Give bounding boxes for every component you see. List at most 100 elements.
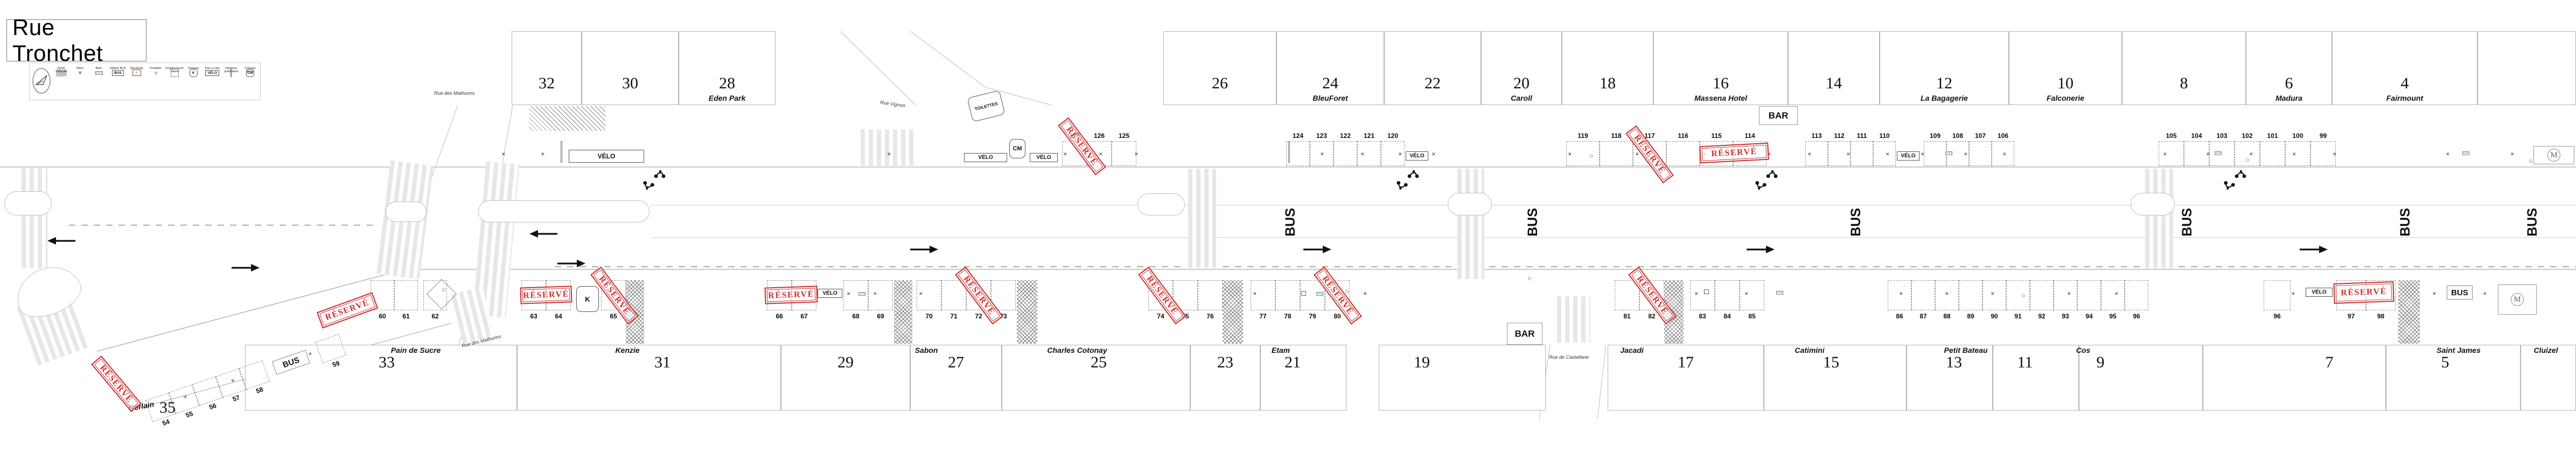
bike-parking-icon: VÉLO: [205, 69, 220, 76]
building-number: 12: [1936, 74, 1952, 92]
parking-space-number: 90: [1991, 312, 1998, 320]
parking-space: [868, 280, 893, 310]
building-name: Catimini: [1795, 346, 1825, 354]
building: [517, 345, 781, 411]
parking-space-number: 77: [1259, 312, 1267, 320]
parking-space: [2260, 141, 2285, 166]
parking-space-number: 125: [1118, 132, 1130, 140]
crosswalk: [2145, 169, 2173, 268]
trash-bin-icon: [2246, 158, 2249, 162]
parking-space: [1805, 141, 1828, 166]
parking-space: [394, 280, 418, 310]
bike-parking-zone: VÉLO: [569, 150, 644, 163]
parking-space-number: 66: [776, 312, 783, 320]
building: [2203, 345, 2386, 411]
building-number: 22: [1425, 74, 1441, 92]
building-number: 31: [654, 353, 671, 371]
building-number: 13: [1946, 353, 1962, 371]
parking-space-number: 68: [852, 312, 860, 320]
parking-space: [2264, 280, 2291, 310]
tree-icon: ✕: [847, 291, 851, 296]
tree-icon: ✕: [501, 151, 506, 157]
parking-space-number: 74: [1157, 312, 1164, 320]
parking-space: [966, 280, 991, 310]
parking-space-number: 96: [2273, 312, 2281, 320]
traffic-island: [1137, 193, 1185, 215]
parking-space-number: 96: [2133, 312, 2140, 320]
building-name: Sabon: [914, 346, 938, 354]
tree-icon: ✕: [2446, 151, 2450, 157]
tree-icon: ✕: [2291, 291, 2295, 296]
building-number: 9: [2096, 353, 2105, 371]
building-number: 5: [2441, 353, 2449, 371]
parking-space-number: 87: [1919, 312, 1927, 320]
tree-icon: ✕: [2432, 291, 2437, 296]
parking-space: [2125, 280, 2148, 310]
tree-icon: ✕: [1991, 291, 1995, 296]
bike-parking-zone: VÉLO: [1897, 151, 1919, 161]
parking-space: [917, 280, 941, 310]
building: [1276, 31, 1384, 105]
parking-space: [1198, 280, 1223, 310]
parking-space: [2077, 280, 2101, 310]
parking-space: [843, 280, 868, 310]
parking-space-number: 82: [1648, 312, 1656, 320]
tree-icon: ✕: [2483, 291, 2487, 296]
bar-annex: BAR: [1507, 323, 1542, 345]
tree-icon: ✕: [1099, 151, 1103, 157]
crosswalk: [861, 129, 914, 166]
legend-item-label: Parc à vélo: [205, 67, 220, 70]
building: [679, 31, 776, 105]
parking-space-number: 114: [1744, 132, 1755, 140]
building: [910, 345, 1002, 411]
building: [1880, 31, 2009, 105]
building-number: 23: [1217, 353, 1233, 371]
building-name: La Bagagerie: [1921, 94, 1968, 102]
legend-item: ✕Arbre: [71, 66, 89, 99]
building-name: Petit Bateau: [1944, 346, 1988, 354]
traffic-island: [386, 201, 427, 222]
building-number: 7: [2325, 353, 2334, 371]
trash-bin-icon: [1345, 290, 1349, 293]
parking-space-number: 111: [1856, 132, 1867, 140]
bus-lane-marking: BUS: [1848, 207, 1863, 237]
vehicle-exit-zone: [1017, 280, 1037, 344]
advertising-panel-icon: [231, 68, 232, 77]
parking-space-number: 80: [1334, 312, 1341, 320]
tree-icon: ✕: [1253, 291, 1257, 296]
parking-space-number: 107: [1974, 132, 1986, 140]
building-name: Jacadi: [1620, 346, 1644, 354]
building: [582, 31, 679, 105]
parking-space-number: 63: [530, 312, 537, 320]
legend-item-label: Emplacement Stand: [165, 67, 184, 74]
traffic-island: [4, 191, 52, 215]
bus-station-icon: BUS: [111, 69, 124, 76]
building: [2009, 31, 2122, 105]
parking-space: [941, 280, 966, 310]
parking-space-number: 108: [1952, 132, 1964, 140]
parking-space: [1851, 141, 1873, 166]
building-number: 24: [1322, 74, 1338, 92]
building-number: 21: [1284, 353, 1301, 371]
reserve-stamp: RÉSERVÉ: [520, 286, 573, 304]
parking-space-number: 65: [610, 312, 617, 320]
morris-column-icon: CM: [246, 68, 254, 77]
legend-item: Sortie Véhicule: [52, 66, 71, 99]
bench-icon: [858, 292, 865, 296]
tree-icon: ✕: [1363, 291, 1367, 296]
parking-space-number: 105: [2166, 132, 2177, 140]
building: [1907, 345, 1993, 411]
parking-space-number: 121: [1363, 132, 1375, 140]
trash-bin-icon: [442, 288, 445, 291]
vehicle-exit-zone: [2398, 280, 2420, 344]
tree-icon: ✕: [2333, 151, 2337, 157]
parking-space-number: 67: [800, 312, 808, 320]
building-number: 18: [1600, 74, 1616, 92]
tree-icon: ✕: [2510, 151, 2515, 157]
parking-space-number: 83: [1699, 312, 1706, 320]
parking-space: [1173, 280, 1198, 310]
tree-icon: ✕: [1398, 151, 1402, 157]
parking-space-number: 116: [1678, 132, 1688, 140]
legend-item: Banc: [89, 66, 108, 99]
parking-space: [2030, 280, 2054, 310]
